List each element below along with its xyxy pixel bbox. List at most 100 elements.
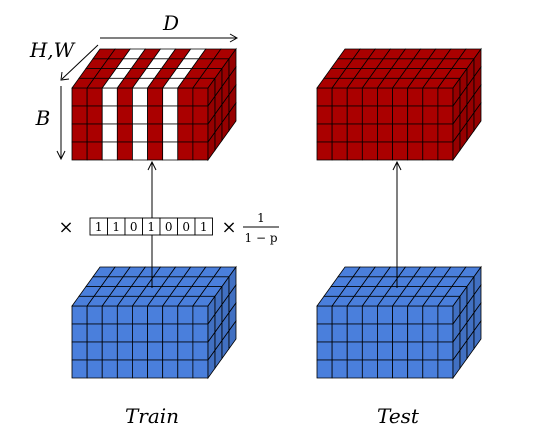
front-cell <box>101 359 118 379</box>
front-cell <box>377 323 393 343</box>
mask-value: 0 <box>182 220 190 234</box>
front-cell <box>392 141 409 161</box>
front-cell <box>392 323 409 343</box>
mask-value: 0 <box>165 220 173 234</box>
front-cell <box>192 359 209 379</box>
front-cell <box>147 87 164 107</box>
front-cell <box>316 123 333 143</box>
front-cell <box>437 341 454 361</box>
front-cell <box>86 341 103 361</box>
front-cell <box>162 305 179 325</box>
front-cell <box>331 123 348 143</box>
front-cell <box>331 305 348 325</box>
front-cell <box>422 323 439 343</box>
front-cell <box>86 359 103 379</box>
front-cell <box>177 341 194 361</box>
front-cell <box>192 141 209 161</box>
front-cell <box>132 105 148 125</box>
front-cell <box>316 141 333 161</box>
front-cell <box>392 105 409 125</box>
front-cell <box>437 141 454 161</box>
side-cell <box>473 319 482 350</box>
front-cell <box>407 87 424 107</box>
front-cell <box>132 305 148 325</box>
mask-value: 0 <box>130 220 138 234</box>
side-cell <box>228 101 237 132</box>
test-input-tensor-cube <box>316 265 482 380</box>
front-cell <box>346 87 363 107</box>
front-cell <box>116 305 133 325</box>
front-cell <box>192 87 209 107</box>
front-cell <box>132 341 148 361</box>
front-cell <box>177 105 194 125</box>
front-cell <box>392 341 409 361</box>
front-cell <box>392 87 409 107</box>
front-cell <box>116 105 133 125</box>
front-cell <box>162 87 179 107</box>
mask-value: 1 <box>95 220 103 234</box>
front-cell <box>422 141 439 161</box>
test-flow-arrow <box>392 160 402 288</box>
train-output-tensor-cube <box>71 47 237 162</box>
test-caption: Test <box>377 404 420 428</box>
front-cell <box>437 323 454 343</box>
front-cell <box>346 305 363 325</box>
front-cell <box>86 305 103 325</box>
front-cell <box>162 359 179 379</box>
front-cell <box>407 359 424 379</box>
multiply-sign-right: × <box>221 217 236 238</box>
depth-arrow <box>100 33 239 43</box>
front-cell <box>316 323 333 343</box>
front-cell <box>377 123 393 143</box>
front-cell <box>407 323 424 343</box>
front-cell <box>361 105 378 125</box>
front-cell <box>437 305 454 325</box>
train-caption: Train <box>125 404 179 428</box>
front-cell <box>361 341 378 361</box>
front-cell <box>437 105 454 125</box>
front-cell <box>132 87 148 107</box>
front-cell <box>147 141 164 161</box>
front-cell <box>101 341 118 361</box>
front-cell <box>101 123 118 143</box>
front-cell <box>316 87 333 107</box>
front-cell <box>331 141 348 161</box>
front-cell <box>116 323 133 343</box>
front-cell <box>192 341 209 361</box>
front-cell <box>407 123 424 143</box>
front-cell <box>392 359 409 379</box>
front-cell <box>177 359 194 379</box>
front-cell <box>331 87 348 107</box>
front-cell <box>101 323 118 343</box>
front-cell <box>116 123 133 143</box>
test-output-tensor-cube <box>316 47 482 162</box>
front-cell <box>331 323 348 343</box>
front-cell <box>422 123 439 143</box>
front-cell <box>71 105 88 125</box>
multiply-sign-left: × <box>58 217 73 238</box>
front-cell <box>132 141 148 161</box>
front-cell <box>316 105 333 125</box>
height-width-arrow <box>60 44 99 81</box>
front-cell <box>361 323 378 343</box>
front-cell <box>116 141 133 161</box>
batch-arrow <box>56 86 66 161</box>
front-cell <box>147 341 164 361</box>
front-cell <box>71 359 88 379</box>
front-cell <box>101 305 118 325</box>
front-cell <box>407 105 424 125</box>
front-cell <box>346 123 363 143</box>
front-cell <box>331 359 348 379</box>
scale-denominator: 1 − p <box>245 231 278 245</box>
side-cell <box>473 101 482 132</box>
front-cell <box>71 123 88 143</box>
front-cell <box>437 359 454 379</box>
front-cell <box>147 305 164 325</box>
mask-value: 1 <box>147 220 155 234</box>
mask-value: 1 <box>112 220 120 234</box>
front-cell <box>177 305 194 325</box>
front-cell <box>346 341 363 361</box>
front-cell <box>132 123 148 143</box>
front-cell <box>177 323 194 343</box>
